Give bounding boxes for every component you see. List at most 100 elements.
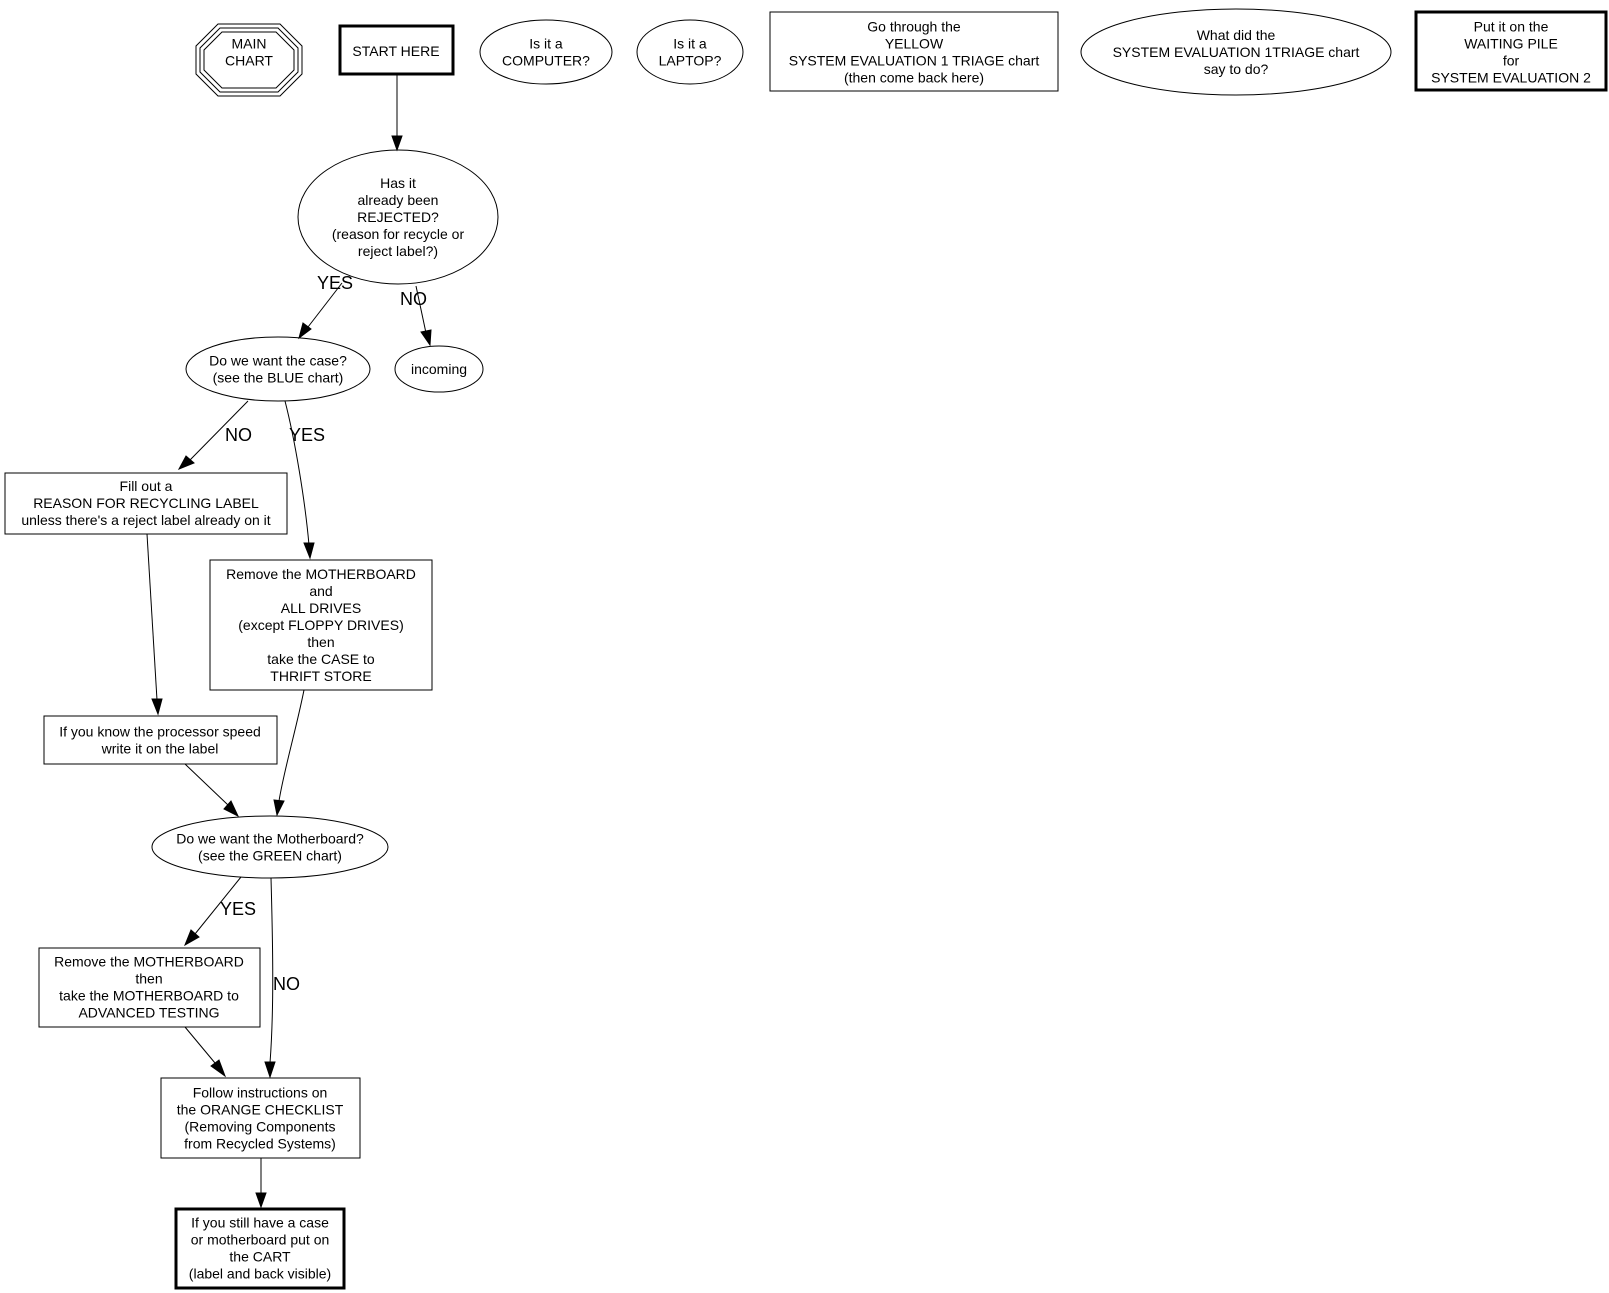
- node-label-line: (except FLOPPY DRIVES): [238, 617, 403, 633]
- node-want-case: Do we want the case?(see the BLUE chart): [185, 336, 371, 402]
- arrowhead-icon: [210, 1059, 227, 1078]
- node-label-line: (see the BLUE chart): [213, 370, 344, 386]
- edge-label-yes: YES: [289, 425, 325, 445]
- node-label-line: (Removing Components: [185, 1119, 336, 1135]
- node-label-line: If you know the processor speed: [59, 724, 261, 740]
- edge-remove-drives-to-want-mb: [273, 689, 305, 817]
- node-label-line: unless there's a reject label already on…: [21, 512, 270, 528]
- node-want-motherboard: Do we want the Motherboard?(see the GREE…: [151, 815, 389, 879]
- node-label-line: Remove the MOTHERBOARD: [54, 954, 244, 970]
- node-label-line: say to do?: [1204, 61, 1269, 77]
- edge-label-yes: YES: [220, 899, 256, 919]
- edge-orange-checklist-to-cart: [255, 1158, 267, 1209]
- node-label-line: START HERE: [352, 43, 439, 59]
- node-label: START HERE: [352, 43, 439, 59]
- node-label-line: write it on the label: [101, 741, 219, 757]
- edge-want-case-yes-to-remove-drives: YES: [284, 400, 325, 560]
- node-label-line: reject label?): [358, 243, 438, 259]
- arrowhead-icon: [255, 1192, 267, 1209]
- arrowhead-icon: [391, 135, 403, 152]
- node-label-line: SYSTEM EVALUATION 2: [1431, 70, 1591, 86]
- node-label-line: or motherboard put on: [191, 1232, 330, 1248]
- arrowhead-icon: [420, 329, 432, 347]
- node-start-here: START HERE: [338, 24, 455, 76]
- arrowhead-icon: [298, 322, 312, 340]
- edge-remove-testing-to-orange-checklist: [184, 1026, 227, 1078]
- edge-fill-label-to-processor-speed: [146, 533, 163, 716]
- node-label-line: Put it on the: [1474, 19, 1549, 35]
- arrowhead-icon: [151, 698, 163, 716]
- node-label-line: REJECTED?: [357, 209, 439, 225]
- node-label-line: Has it: [380, 175, 416, 191]
- node-label: incoming: [411, 361, 467, 377]
- node-label-line: ALL DRIVES: [281, 600, 361, 616]
- node-label-line: If you still have a case: [191, 1215, 329, 1231]
- node-label-line: CHART: [225, 53, 273, 69]
- node-label-line: Do we want the Motherboard?: [176, 831, 364, 847]
- node-label-line: take the CASE to: [267, 651, 375, 667]
- arrowhead-icon: [303, 542, 315, 560]
- edge-label-no: NO: [273, 974, 300, 994]
- edge-want-case-no-to-fill-label: NO: [177, 400, 252, 470]
- edge-rejected-no-to-incoming: NO: [400, 285, 432, 347]
- arrowhead-icon: [184, 929, 200, 947]
- node-label-line: then: [307, 634, 334, 650]
- edge-label-no: NO: [225, 425, 252, 445]
- edge-rejected-yes-to-want-case: YES: [298, 273, 353, 340]
- node-label-line: (then come back here): [844, 70, 984, 86]
- edge-want-mb-no-to-orange-checklist: NO: [264, 877, 300, 1079]
- node-label-line: YELLOW: [885, 36, 944, 52]
- node-label-line: Is it a: [673, 36, 707, 52]
- arrowhead-icon: [223, 800, 240, 818]
- node-label-line: Is it a: [529, 36, 563, 52]
- node-label-line: already been: [358, 192, 439, 208]
- node-label: Do we want the Motherboard?(see the GREE…: [176, 831, 364, 864]
- node-label-line: the CART: [229, 1249, 291, 1265]
- node-label-line: (label and back visible): [189, 1266, 331, 1282]
- node-label-line: take the MOTHERBOARD to: [59, 988, 239, 1004]
- node-label-line: and: [309, 583, 332, 599]
- node-label-line: What did the: [1197, 27, 1276, 43]
- node-label-line: ADVANCED TESTING: [78, 1005, 219, 1021]
- edge-label-yes: YES: [317, 273, 353, 293]
- node-label-line: (reason for recycle or: [332, 226, 465, 242]
- node-label-line: then: [135, 971, 162, 987]
- node-label-line: LAPTOP?: [659, 53, 722, 69]
- edge-want-mb-yes-to-remove-testing: YES: [184, 876, 256, 947]
- node-label-line: (see the GREEN chart): [198, 848, 342, 864]
- arrowhead-icon: [264, 1061, 276, 1079]
- node-label-line: incoming: [411, 361, 467, 377]
- node-incoming: incoming: [394, 345, 484, 393]
- node-label-line: REASON FOR RECYCLING LABEL: [33, 495, 259, 511]
- node-label-line: WAITING PILE: [1464, 36, 1558, 52]
- edge-label-no: NO: [400, 289, 427, 309]
- arrowhead-icon: [177, 455, 195, 470]
- node-label-line: COMPUTER?: [502, 53, 590, 69]
- node-label-line: Follow instructions on: [193, 1085, 328, 1101]
- node-label-line: SYSTEM EVALUATION 1TRIAGE chart: [1113, 44, 1360, 60]
- arrowhead-icon: [273, 799, 285, 817]
- edge-processor-speed-to-want-mb: [184, 763, 240, 818]
- edge-start-to-rejected: [391, 74, 403, 152]
